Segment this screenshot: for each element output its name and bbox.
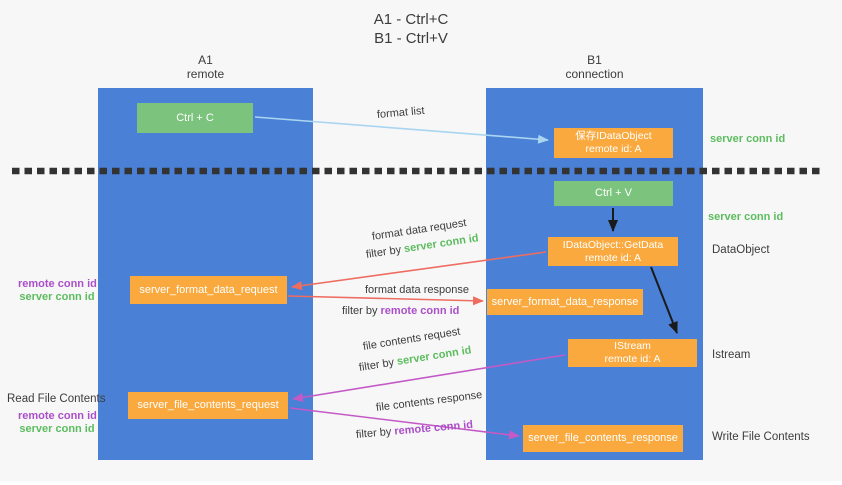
format-data-response-label: format data response xyxy=(365,284,469,296)
server-file-contents-request-label: server_file_contents_request xyxy=(137,399,279,411)
read-file-contents-label: Read File Contents xyxy=(7,393,106,405)
lifeline-a1-header: A1 remote xyxy=(98,53,313,81)
server-conn-id-right-upper: server conn id xyxy=(710,133,786,145)
save-idataobject-box: 保存IDataObject remote id: A xyxy=(554,128,673,158)
remote-conn-id-label: remote conn id xyxy=(18,410,97,422)
file-contents-request-arrow xyxy=(292,354,566,402)
server-conn-id-label: server conn id xyxy=(19,291,95,303)
istream-box: IStream remote id: A xyxy=(568,339,697,367)
server-format-data-request-label: server_format_data_request xyxy=(139,283,278,296)
lifeline-b1-subtitle: connection xyxy=(565,67,624,81)
server-conn-id-right-lower: server conn id xyxy=(708,211,784,223)
left-conn-ids-upper: remote conn id server conn id xyxy=(18,278,97,304)
left-conn-ids-lower: remote conn id server conn id xyxy=(18,410,97,436)
ctrl-v-label: Ctrl + V xyxy=(595,187,632,199)
idataobject-getdata-line2: remote id: A xyxy=(584,251,642,264)
lifeline-a1-name: A1 xyxy=(198,53,213,67)
server-format-data-response-box: server_format_data_response xyxy=(487,289,643,315)
remote-conn-id-label: remote conn id xyxy=(18,278,97,290)
format-data-request-arrow xyxy=(291,251,547,291)
file-contents-response-arrow xyxy=(289,407,520,440)
server-file-contents-request-box: server_file_contents_request xyxy=(128,392,288,419)
lifeline-b1-header: B1 connection xyxy=(486,53,703,81)
idataobject-getdata-line1: IDataObject::GetData xyxy=(562,238,664,251)
istream-line1: IStream xyxy=(614,340,651,352)
lifeline-a1-subtitle: remote xyxy=(186,67,225,81)
format-list-arrow xyxy=(254,116,549,144)
dataobject-label: DataObject xyxy=(712,244,770,256)
save-idataobject-line2: remote id: A xyxy=(585,143,642,155)
diagram-title: A1 - Ctrl+C B1 - Ctrl+V xyxy=(0,10,822,48)
istream-line2: remote id: A xyxy=(604,353,661,365)
remote-conn-id-text: remote conn id xyxy=(380,305,460,317)
ctrl-c-box: Ctrl + C xyxy=(137,103,253,133)
ctrl-v-box: Ctrl + V xyxy=(554,181,673,206)
ctrl-c-label: Ctrl + C xyxy=(176,111,214,124)
bottom-edge xyxy=(0,481,842,485)
write-file-contents-label: Write File Contents xyxy=(712,431,810,443)
server-file-contents-response-label: server_file_contents_response xyxy=(528,432,678,444)
server-file-contents-response-box: server_file_contents_response xyxy=(523,425,683,452)
istream-label: Istream xyxy=(712,349,751,361)
lifeline-b1-name: B1 xyxy=(587,53,602,67)
idataobject-getdata-box: IDataObject::GetData remote id: A xyxy=(548,237,678,266)
format-data-response-arrow xyxy=(287,295,484,306)
filter-by-text: filter by xyxy=(342,305,378,317)
filter-by-remote-conn-id-label-1: filter by remote conn id xyxy=(342,305,459,317)
server-format-data-response-label: server_format_data_response xyxy=(491,295,639,308)
title-line-2: B1 - Ctrl+V xyxy=(374,30,448,47)
getdata-to-istream-arrow xyxy=(650,266,678,334)
server-conn-id-label: server conn id xyxy=(19,423,95,435)
title-line-1: A1 - Ctrl+C xyxy=(373,11,449,28)
save-idataobject-line1: 保存IDataObject xyxy=(575,130,652,142)
server-format-data-request-box: server_format_data_request xyxy=(130,276,287,304)
